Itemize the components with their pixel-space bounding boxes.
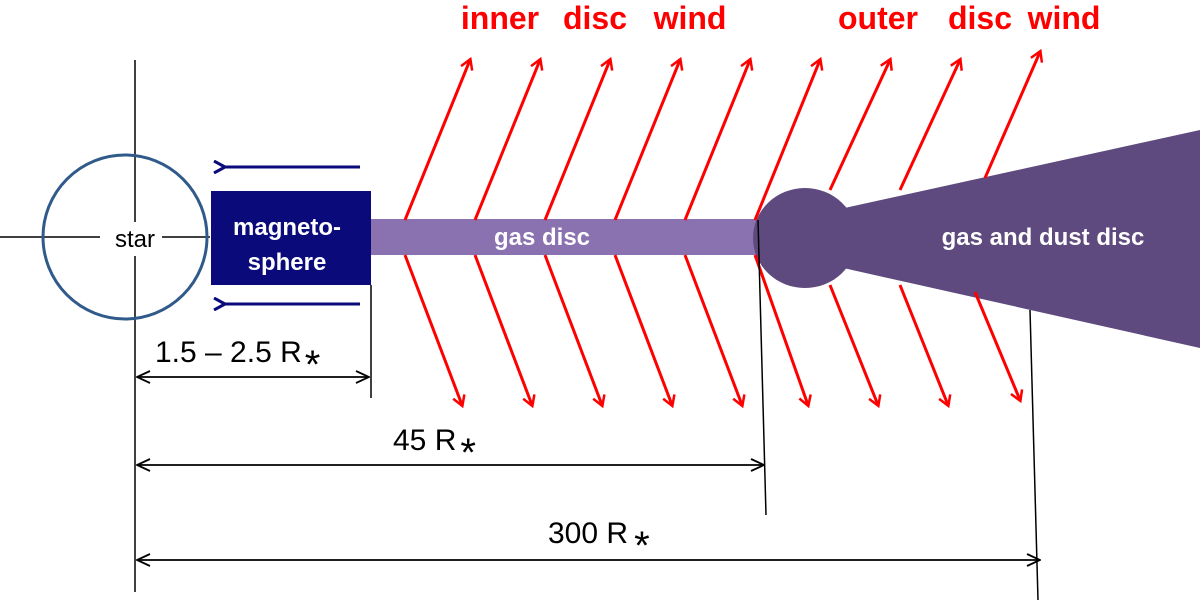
wind-arrow-down — [613, 254, 672, 405]
wind-arrow-down — [898, 284, 948, 405]
wind-arrow-up — [403, 60, 470, 221]
wind-arrow-up — [828, 60, 890, 191]
wind-arrow-down — [828, 284, 878, 405]
magnetosphere-label-line2: sphere — [248, 249, 327, 276]
outer-wind-title-word1: outer — [838, 0, 918, 36]
outer-wind-title-word2: disc — [948, 0, 1012, 36]
wind-arrow-up — [473, 60, 540, 221]
inner-wind-title-word3: wind — [653, 0, 727, 36]
wind-arrow-down — [683, 254, 742, 405]
outer-wind-title-word3: wind — [1027, 0, 1101, 36]
magnetosphere-label-line1: magneto- — [233, 214, 341, 241]
wind-arrow-down — [753, 254, 808, 405]
wind-arrow-up — [543, 60, 610, 221]
wind-arrow-up — [753, 60, 820, 221]
star-circle — [41, 153, 209, 321]
star-label: star — [115, 226, 155, 253]
inner-wind-title-word1: inner — [461, 0, 539, 36]
wind-arrows-upper — [403, 52, 1040, 221]
dimension-label-outer-disc: 300 R* — [548, 517, 650, 568]
wind-arrow-up — [983, 52, 1040, 179]
wind-arrow-down — [473, 254, 532, 405]
wind-arrow-up — [683, 60, 750, 221]
wind-arrow-up — [613, 60, 680, 221]
outer-disc-extent-line — [1029, 309, 1039, 601]
wind-arrow-down — [973, 291, 1020, 400]
gas-dust-disc-cone — [790, 130, 1200, 348]
star-label-backdrop — [100, 222, 162, 256]
wind-arrow-up — [898, 60, 960, 191]
gas-disc — [370, 219, 760, 255]
wind-arrow-down — [403, 254, 462, 405]
gas-disc-label: gas disc — [494, 224, 590, 251]
wind-arrow-down — [543, 254, 602, 405]
gas-dust-disc-label: gas and dust disc — [942, 224, 1145, 251]
inner-wind-title-word2: disc — [563, 0, 627, 36]
wind-arrows-lower — [403, 254, 1020, 405]
dimension-label-inner-disc: 45 R* — [393, 424, 476, 475]
gas-dust-disc-rim — [753, 188, 857, 288]
magnetosphere-box — [211, 191, 371, 285]
dimension-label-magnetosphere: 1.5 – 2.5 R* — [155, 336, 320, 387]
